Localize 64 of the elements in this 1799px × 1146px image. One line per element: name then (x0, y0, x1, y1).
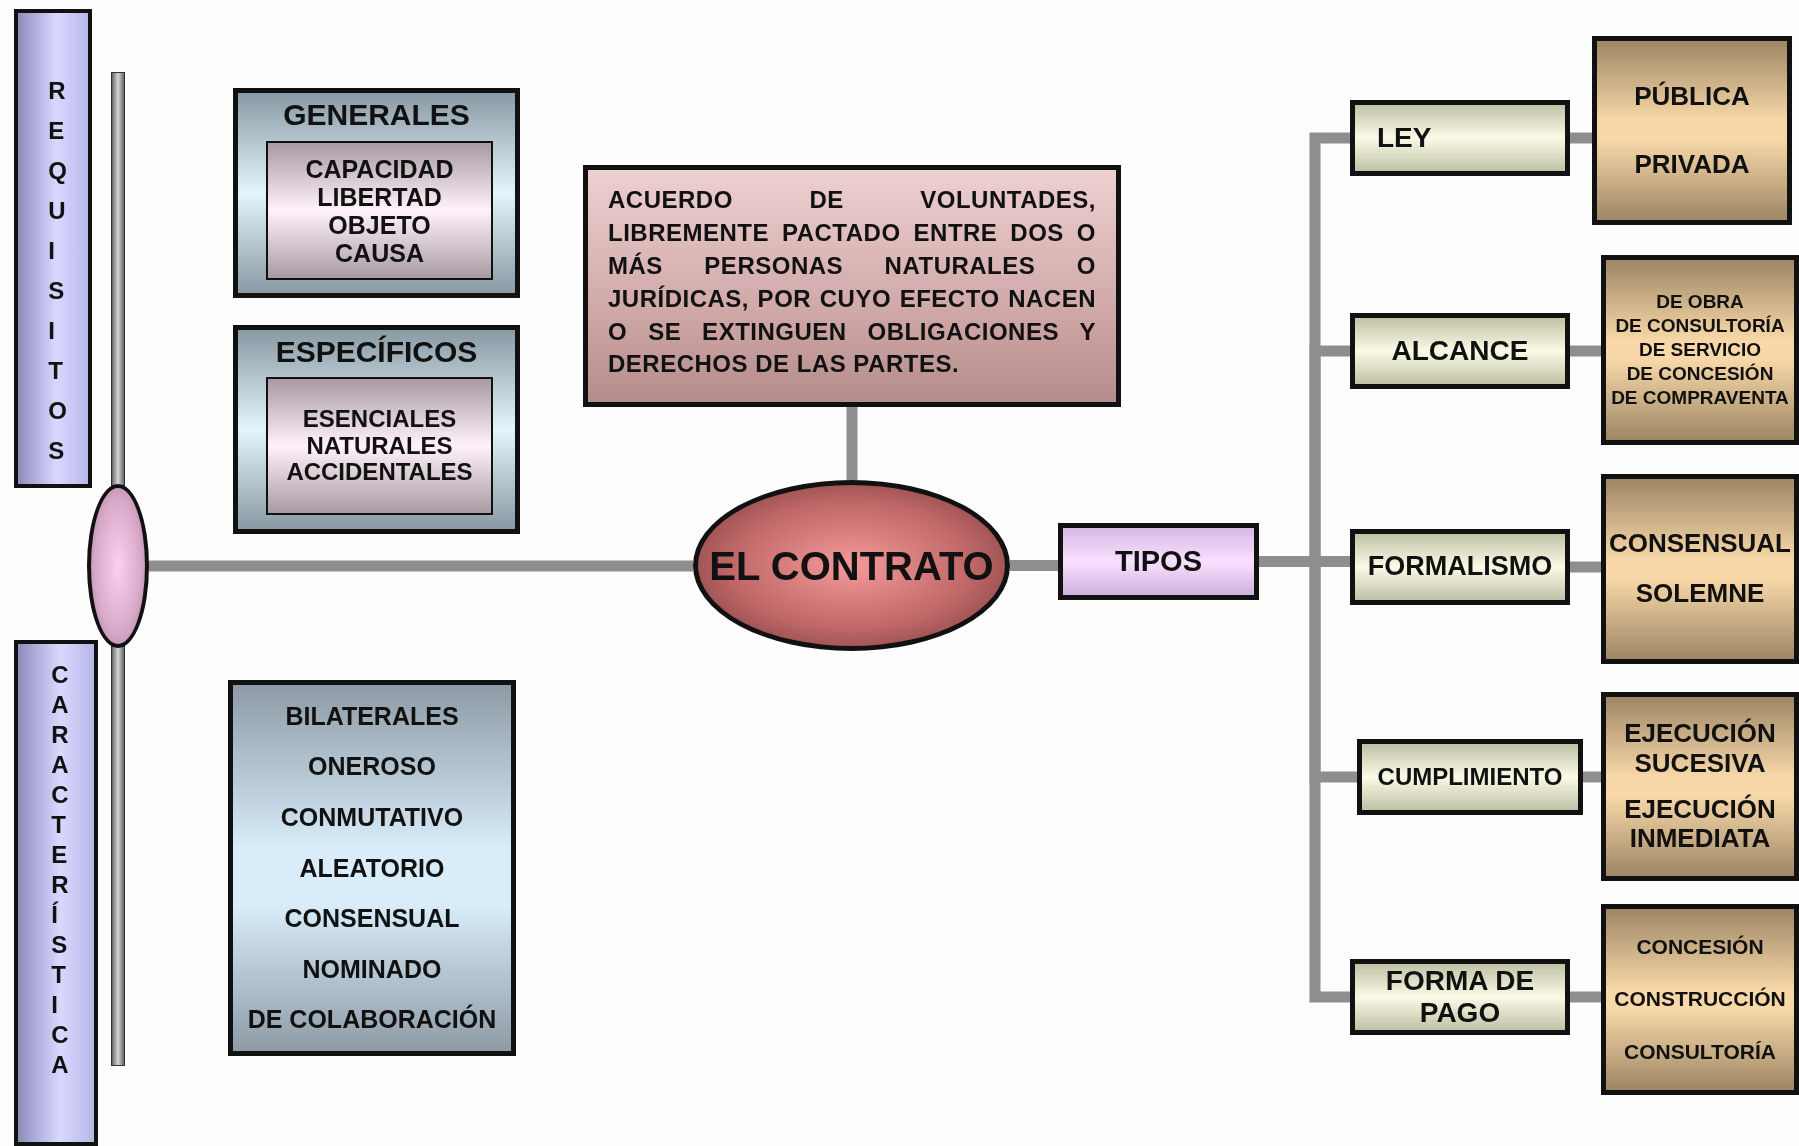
box-label: CONCESIÓN (1636, 935, 1764, 960)
subtype-box (1592, 36, 1792, 225)
box-heading: GENERALES (283, 97, 470, 133)
subtype-box (1601, 692, 1799, 881)
box-label: PRIVADA (1634, 149, 1750, 180)
box-label: CONSENSUAL (1609, 529, 1791, 559)
connector-bar (1570, 991, 1601, 1003)
box-label: CUMPLIMIENTO (1377, 763, 1563, 791)
subtype-box (1601, 474, 1799, 664)
vertical-label: CARACTERÍSTICA (51, 660, 76, 1080)
box-label: CONSTRUCCIÓN (1614, 987, 1786, 1012)
box-label: LEY (1376, 121, 1432, 155)
vertical-title-box (14, 640, 98, 1146)
vertical-title-box (14, 9, 92, 488)
definition-box (583, 165, 1121, 407)
box-label: EJECUCIÓN INMEDIATA (1623, 794, 1777, 855)
box-label: FORMALISMO (1367, 551, 1553, 583)
box-label: DE CONCESIÓN (1626, 362, 1774, 385)
box-label: BILATERALES (285, 701, 459, 731)
item-list-box (266, 377, 493, 515)
box-label: CONMUTATIVO (280, 803, 464, 832)
category-box (233, 88, 520, 298)
connector-bar (1570, 132, 1592, 144)
box-label: DE COLABORACIÓN (247, 1005, 497, 1035)
item-list-box (266, 141, 493, 280)
vertical-rail (111, 646, 125, 1066)
box-label: ALEATORIO (299, 853, 445, 883)
box-label: DE COMPRAVENTA (1611, 386, 1789, 409)
title-label: EL CONTRATO (709, 542, 994, 589)
connector-bar (149, 560, 693, 572)
connector-bar (1010, 560, 1058, 571)
connector-bar (1583, 771, 1601, 783)
box-label: CONSULTORÍA (1623, 1039, 1777, 1064)
box-label: SOLEMNE (1635, 579, 1765, 609)
box-label: EJECUCIÓN SUCESIVA (1623, 718, 1777, 779)
definition-text: ACUERDO DE VOLUNTADES, LIBREMENTE PACTADO ENTRE DOS O MÁS PERSONAS NATURALES O JURÍDICAS, POR CUYO EFECTO NACEN O SE EXTINGUEN OBLIGACIONES Y DERECHOS DE LAS PARTES. (608, 185, 1096, 380)
box-label: ALCANCE (1391, 334, 1529, 368)
box-label: DE OBRA (1656, 291, 1744, 314)
characteristics-box (228, 680, 516, 1056)
item-list: CAPACIDAD LIBERTAD OBJETO CAUSA (268, 154, 491, 267)
box-label: CONSENSUAL (284, 904, 460, 933)
connector-bar (1570, 561, 1601, 573)
subtype-box (1601, 255, 1799, 445)
item-list: ESENCIALES NATURALES ACCIDENTALES (268, 405, 491, 487)
type-box (1350, 100, 1570, 176)
connector-bar (1570, 345, 1601, 357)
box-label: PÚBLICA (1634, 81, 1750, 112)
type-box (1350, 959, 1570, 1035)
box-label: DE SERVICIO (1638, 339, 1762, 361)
box-label: TIPOS (1115, 544, 1202, 579)
type-box (1350, 529, 1570, 605)
connector-bar (846, 407, 858, 480)
vertical-rail (111, 72, 125, 486)
box-label: DE CONSULTORÍA (1615, 315, 1785, 338)
type-box (1350, 313, 1570, 389)
box-label: FORMA DE PAGO (1384, 964, 1536, 1030)
vertical-label: REQUISITOS (48, 76, 73, 466)
types-box (1058, 523, 1259, 600)
box-heading: ESPECÍFICOS (275, 334, 478, 370)
box-label: ONEROSO (308, 752, 436, 782)
category-box (233, 325, 520, 534)
box-label: NOMINADO (302, 954, 442, 984)
subtype-box (1601, 904, 1799, 1095)
type-box (1357, 739, 1583, 815)
